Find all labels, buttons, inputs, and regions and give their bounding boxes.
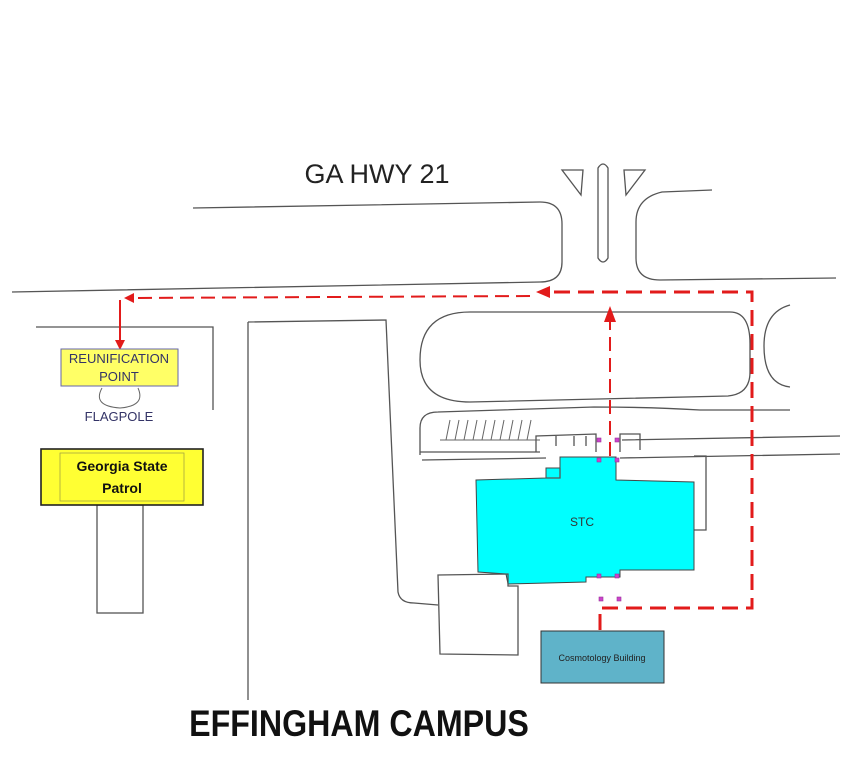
- patrol-box-inner: [59, 452, 185, 502]
- road-network: [11, 163, 837, 293]
- hwy-21-upper-edge: [11, 201, 563, 293]
- route-west-to-reunification: [129, 295, 531, 299]
- stc-entry-canopy: [535, 433, 641, 452]
- door-marker: [614, 437, 620, 443]
- reunification-label-line1: REUNIFICATION: [69, 351, 169, 366]
- stc-east-wing-outline: [694, 455, 707, 531]
- route-east-loop: [548, 290, 754, 630]
- cosmetology-label: Cosmotology Building: [558, 653, 645, 663]
- stc-entry-steps: [555, 436, 587, 446]
- flagpole-circle: [98, 387, 141, 409]
- entrance-island-right: [635, 189, 837, 281]
- median-triangle-left: [560, 169, 584, 197]
- median-triangle-right: [623, 169, 647, 197]
- flagpole-label: FLAGPOLE: [85, 409, 154, 424]
- door-marker: [596, 437, 602, 443]
- door-marker: [616, 596, 622, 602]
- route-arrow-down: [115, 340, 125, 350]
- reunification-point: REUNIFICATION POINT FLAGPOLE: [60, 348, 179, 424]
- reunification-box: [60, 348, 179, 387]
- reunification-label-line2: POINT: [99, 369, 139, 384]
- door-marker: [598, 596, 604, 602]
- stc-courtyard-notch: [546, 468, 561, 479]
- west-lot-boundary: [36, 326, 214, 410]
- patrol-driveway: [96, 504, 144, 614]
- patrol-label-line1: Georgia State: [76, 458, 167, 474]
- front-parking: [419, 304, 841, 461]
- stc-building: STC: [475, 433, 707, 585]
- door-marker: [596, 573, 602, 579]
- exit-door-markers: [596, 437, 622, 602]
- front-drive-inner: [421, 453, 841, 461]
- central-road: [247, 319, 439, 606]
- road-label-hwy-21: GA HWY 21: [304, 159, 449, 189]
- route-arrow-north: [604, 306, 616, 322]
- door-marker: [596, 457, 602, 463]
- route-arrow-west: [536, 286, 550, 298]
- cosmetology-box: [540, 630, 665, 684]
- stc-label: STC: [570, 515, 594, 529]
- door-marker: [614, 573, 620, 579]
- rear-annex: [437, 573, 519, 656]
- patrol-box: [40, 448, 204, 506]
- front-drive-outer: [419, 406, 790, 455]
- parking-stalls: [440, 419, 540, 441]
- east-lot-edge: [763, 304, 791, 388]
- door-marker: [614, 457, 620, 463]
- median-island: [597, 163, 609, 263]
- front-parking-loop: [419, 311, 751, 403]
- georgia-state-patrol: Georgia State Patrol: [40, 448, 204, 506]
- front-drive-curb: [420, 435, 841, 453]
- cosmetology-building: Cosmotology Building: [540, 630, 665, 684]
- patrol-label-line2: Patrol: [102, 480, 142, 496]
- route-arrow-west-small: [124, 293, 134, 303]
- stc-building-body: [475, 456, 695, 585]
- campus-title: EFFINGHAM CAMPUS: [189, 704, 529, 744]
- evacuation-route: [115, 286, 754, 630]
